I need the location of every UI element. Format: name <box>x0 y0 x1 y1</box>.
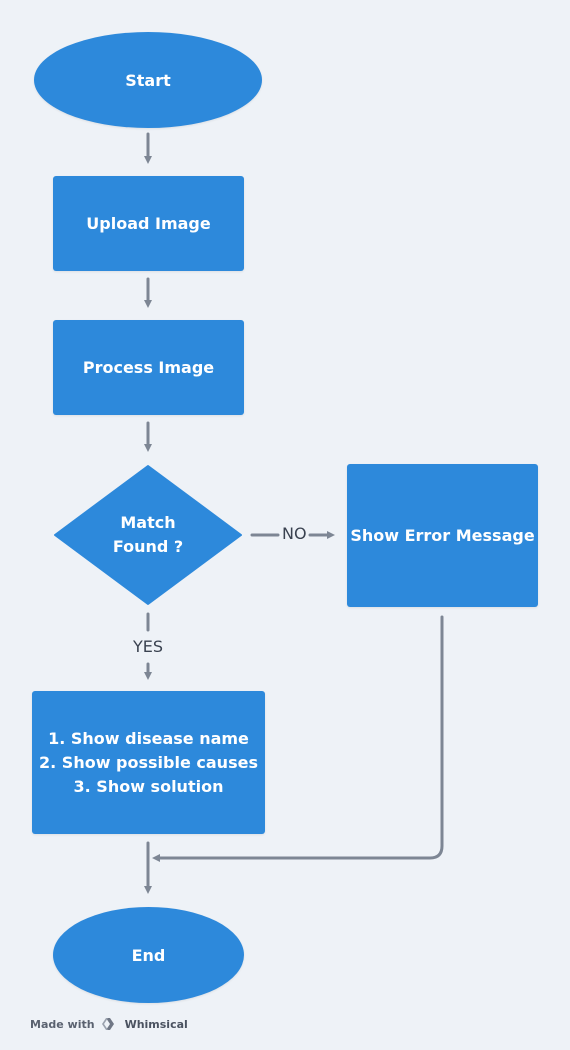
whimsical-logo-icon <box>101 1018 114 1030</box>
yes-edge-label: YES <box>133 637 164 656</box>
start-label: Start <box>125 70 171 90</box>
result-line-solution: 3. Show solution <box>73 776 224 796</box>
match-found-decision[interactable]: Match Found ? <box>53 464 243 606</box>
end-label: End <box>131 945 166 965</box>
start-node[interactable]: Start <box>34 32 262 128</box>
decision-label-line1: Match <box>120 513 176 532</box>
upload-image-node[interactable]: Upload Image <box>53 176 244 271</box>
made-with-text: Made with <box>30 1017 95 1031</box>
decision-shape <box>54 465 242 605</box>
decision-label-line2: Found ? <box>112 537 184 556</box>
no-edge-label: NO <box>282 524 307 543</box>
upload-image-label: Upload Image <box>86 214 211 233</box>
show-error-message-label: Show Error Message <box>350 526 535 545</box>
made-with-footer[interactable]: Made with Whimsical <box>30 1017 188 1031</box>
whimsical-brand-text: Whimsical <box>124 1017 188 1031</box>
end-node[interactable]: End <box>53 907 244 1003</box>
result-line-disease: 1. Show disease name <box>48 728 249 748</box>
process-image-label: Process Image <box>82 358 215 377</box>
show-error-message-node[interactable]: Show Error Message <box>347 464 538 607</box>
arrow-error-to-end <box>152 615 444 862</box>
result-line-causes: 2. Show possible causes <box>39 752 258 772</box>
process-image-node[interactable]: Process Image <box>53 320 244 415</box>
result-node[interactable]: 1. Show disease name 2. Show possible ca… <box>32 691 265 834</box>
